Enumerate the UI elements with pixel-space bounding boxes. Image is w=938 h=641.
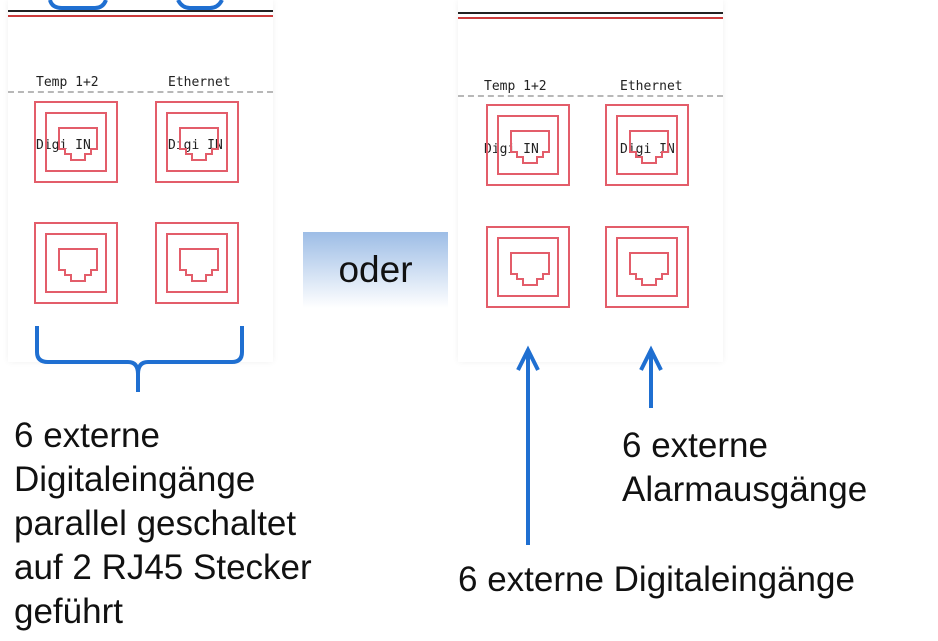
right-device-panel: Temp 1+2 Digi IN Ethernet Digi IN [458,0,723,362]
rj45-jack [605,226,689,308]
left-device-panel: Temp 1+2 Digi IN Ethernet Digi IN [8,0,273,362]
rj45-socket-outline [510,130,550,164]
rj45-jack [486,104,570,186]
rj45-jack [486,226,570,308]
rj45-socket-outline [179,248,219,282]
rj45-jack [34,222,118,304]
left-caption: 6 externe Digitaleingänge parallel gesch… [14,416,312,631]
oder-label: oder [338,249,413,290]
header-rule [8,10,273,12]
header-rule [458,12,723,14]
arrow-head-digital [516,345,540,371]
divider [8,91,273,93]
arrow-head-alarm [639,345,663,371]
rj45-socket-outline [629,252,669,286]
rj45-socket-outline [510,252,550,286]
port-label-ethernet: Ethernet Digi IN [168,75,231,153]
header-rule [458,17,723,19]
rj45-socket-outline [58,248,98,282]
rj45-jack [155,222,239,304]
curly-brace [35,326,244,392]
port-label-temp: Temp 1+2 Digi IN [484,79,547,157]
rj45-socket-outline [179,127,219,161]
digital-caption: 6 externe Digitaleingänge [458,560,855,599]
top-bracket-fragment [48,0,108,10]
rj45-socket-outline [629,130,669,164]
oder-label-box: oder [303,232,448,308]
port-label-ethernet: Ethernet Digi IN [620,79,683,157]
rj45-jack [155,101,239,183]
rj45-socket-outline [58,127,98,161]
rj45-jack [34,101,118,183]
alarm-caption: 6 externe Alarmausgänge [622,426,868,509]
top-bracket-fragment [176,0,224,10]
rj45-jack [605,104,689,186]
header-rule [8,15,273,17]
divider [458,95,723,97]
